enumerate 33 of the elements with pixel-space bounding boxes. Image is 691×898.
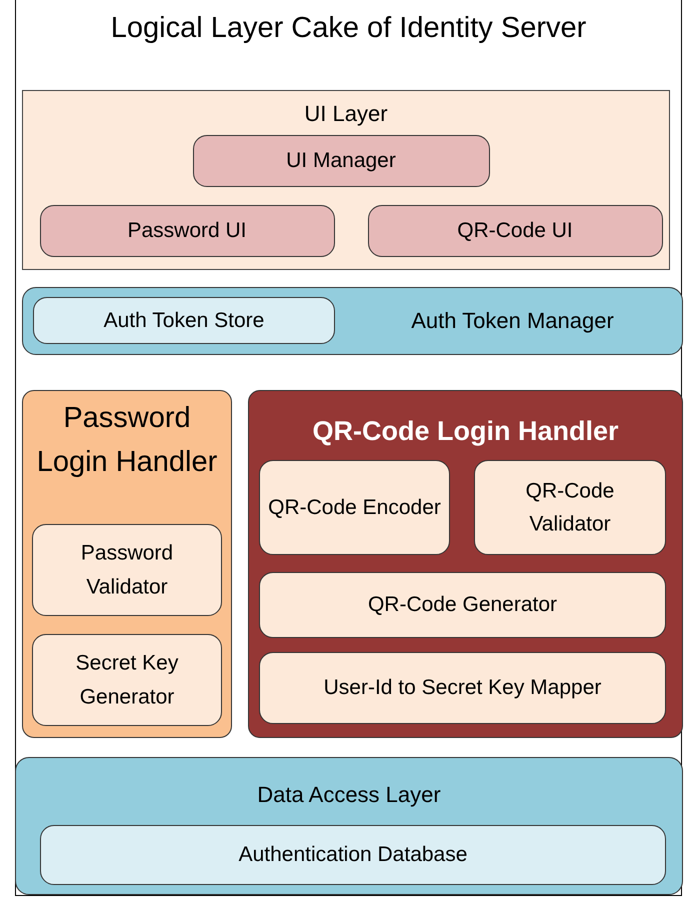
node-label: QR-Code Login Handler <box>312 415 620 448</box>
layer-panel <box>22 287 683 355</box>
node-label: Auth Token Manager <box>410 308 615 334</box>
layer-panel <box>22 90 670 270</box>
handler-panel <box>22 390 232 738</box>
handler-panel <box>248 390 683 738</box>
component-box <box>368 204 662 256</box>
node-label: User-Id to Secret Key Mapper <box>322 675 602 702</box>
component-box <box>33 297 335 344</box>
component-box <box>40 204 334 256</box>
node-label: Secret Key Generator <box>74 650 180 710</box>
node-label: UI Manager <box>285 148 397 174</box>
component-box <box>474 460 666 555</box>
node-label: Password Validator <box>80 540 174 600</box>
layer-panel <box>15 757 683 895</box>
component-box <box>32 524 222 616</box>
component-box <box>32 634 222 726</box>
component-box <box>40 825 666 885</box>
component-box <box>259 572 666 638</box>
node-label: QR-Code UI <box>456 218 574 244</box>
node-label: Auth Token Store <box>102 308 266 334</box>
node-label: QR-Code Generator <box>366 592 558 618</box>
component-box <box>192 134 490 186</box>
node-label: UI Layer <box>303 100 389 128</box>
component-box <box>259 460 450 555</box>
node-label: Data Access Layer <box>256 781 442 809</box>
node-label: Password Login Handler <box>36 401 218 480</box>
node-label: QR-Code Validator <box>524 478 616 538</box>
component-box <box>259 652 666 724</box>
diagram-title: Logical Layer Cake of Identity Server <box>110 12 588 45</box>
node-label: Password UI <box>126 218 248 244</box>
node-label: QR-Code Encoder <box>267 494 442 521</box>
node-label: Authentication Database <box>238 842 468 868</box>
